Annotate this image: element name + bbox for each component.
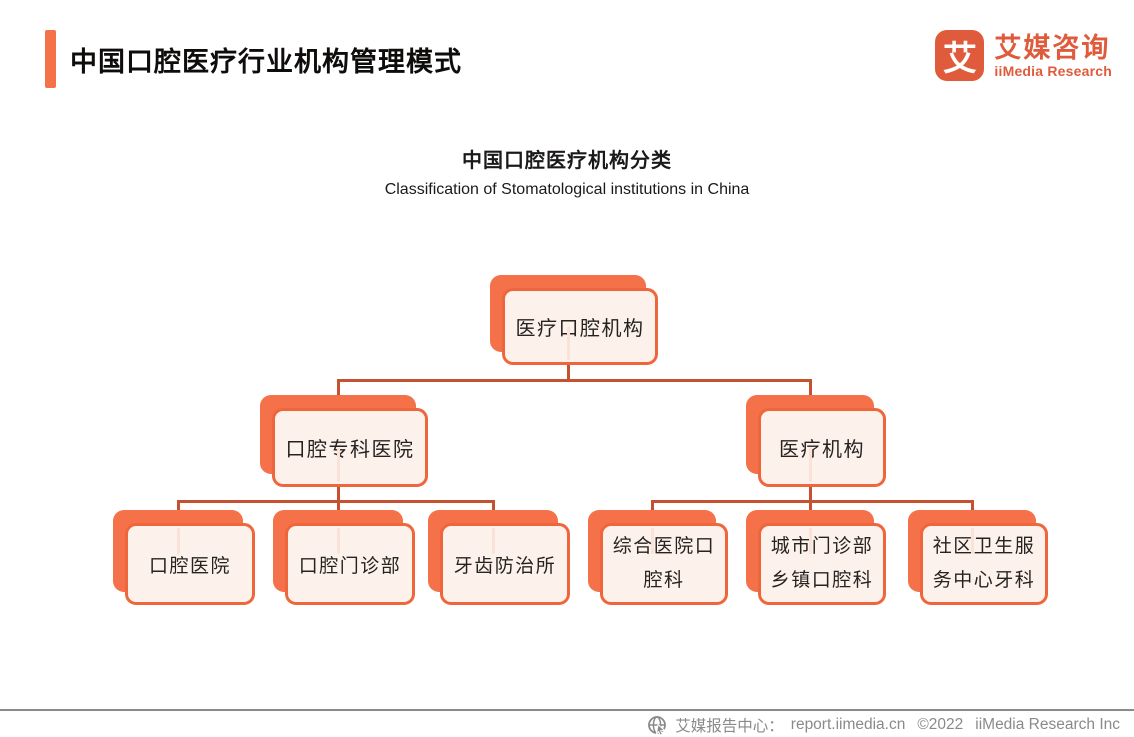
node-box: 城市门诊部乡镇口腔科 [758,523,886,605]
node-label: 口腔专科医院 [285,439,415,461]
connector-branch-left-up [336,379,340,409]
connector-root-down [566,364,570,381]
footer-company: iiMedia Research Inc [975,716,1120,733]
node-label: 综合医院口腔科 [612,536,716,591]
connector-branch-right-down [808,487,812,501]
tree-node-leaf-community-health-dental: 社区卫生服务中心牙科 [908,510,1048,605]
node-throughline [566,326,570,360]
footer-source-label: 艾媒报告中心： [675,718,784,735]
node-throughline [336,447,340,482]
node-box: 牙齿防治所 [440,523,570,605]
footer-url: report.iimedia.cn [790,716,906,733]
footer: 艾媒报告中心： report.iimedia.cn ©2022 iiMedia … [647,714,1120,736]
tree-node-leaf-dental-clinic: 口腔门诊部 [273,510,415,605]
node-throughline [336,528,340,554]
node-box: 综合医院口腔科 [600,523,728,605]
node-box: 医疗口腔机构 [502,288,658,365]
tree-node-leaf-city-township-clinic: 城市门诊部乡镇口腔科 [746,510,886,605]
chart-title: 中国口腔医疗机构分类 [462,150,672,172]
node-throughline [650,528,654,554]
iimedia-logo-icon: 艾 [935,30,985,81]
node-box: 医疗机构 [758,408,886,487]
node-label: 医疗口腔机构 [515,318,645,340]
node-label: 社区卫生服务中心牙科 [932,536,1036,591]
node-box: 口腔专科医院 [272,408,428,487]
node-throughline [808,447,812,482]
node-box: 口腔门诊部 [285,523,415,605]
connector-left-row-horizontal [176,500,495,503]
node-throughline [970,528,974,554]
node-label: 口腔门诊部 [298,555,402,577]
tree-node-leaf-dental-prevention: 牙齿防治所 [428,510,570,605]
node-label: 城市门诊部乡镇口腔科 [770,536,874,591]
node-label: 牙齿防治所 [453,555,557,577]
node-label: 医疗机构 [779,439,865,461]
tree-node-leaf-dental-hospital: 口腔医院 [113,510,255,605]
logo-text: 艾媒咨询 iiMedia Research [994,33,1112,79]
footer-copyright: ©2022 [917,716,964,733]
title-accent-bar [45,30,56,88]
logo-name-cn: 艾媒咨询 [994,32,1111,63]
node-throughline [176,528,180,554]
node-label: 口腔医院 [148,555,231,577]
node-throughline [491,528,495,554]
tree-node-branch-left: 口腔专科医院 [260,395,428,487]
logo-name-en: iiMedia Research [994,62,1112,79]
connector-branch-right-up [808,379,812,409]
connector-right-row-horizontal [650,500,974,503]
chart-subtitle: Classification of Stomatological institu… [384,181,750,198]
node-throughline [808,528,812,554]
node-box: 社区卫生服务中心牙科 [920,523,1048,605]
footer-divider [0,709,1134,711]
tree-node-leaf-general-hospital-dept: 综合医院口腔科 [588,510,728,605]
page-title: 中国口腔医疗行业机构管理模式 [70,47,462,77]
tree-node-root: 医疗口腔机构 [490,275,658,365]
iimedia-logo: 艾 艾媒咨询 iiMedia Research [935,30,1112,81]
globe-cursor-icon [648,715,667,736]
tree-node-branch-right: 医疗机构 [746,395,886,487]
node-box: 口腔医院 [125,523,255,605]
connector-level1-horizontal [336,379,812,382]
connector-branch-left-down [336,487,340,501]
